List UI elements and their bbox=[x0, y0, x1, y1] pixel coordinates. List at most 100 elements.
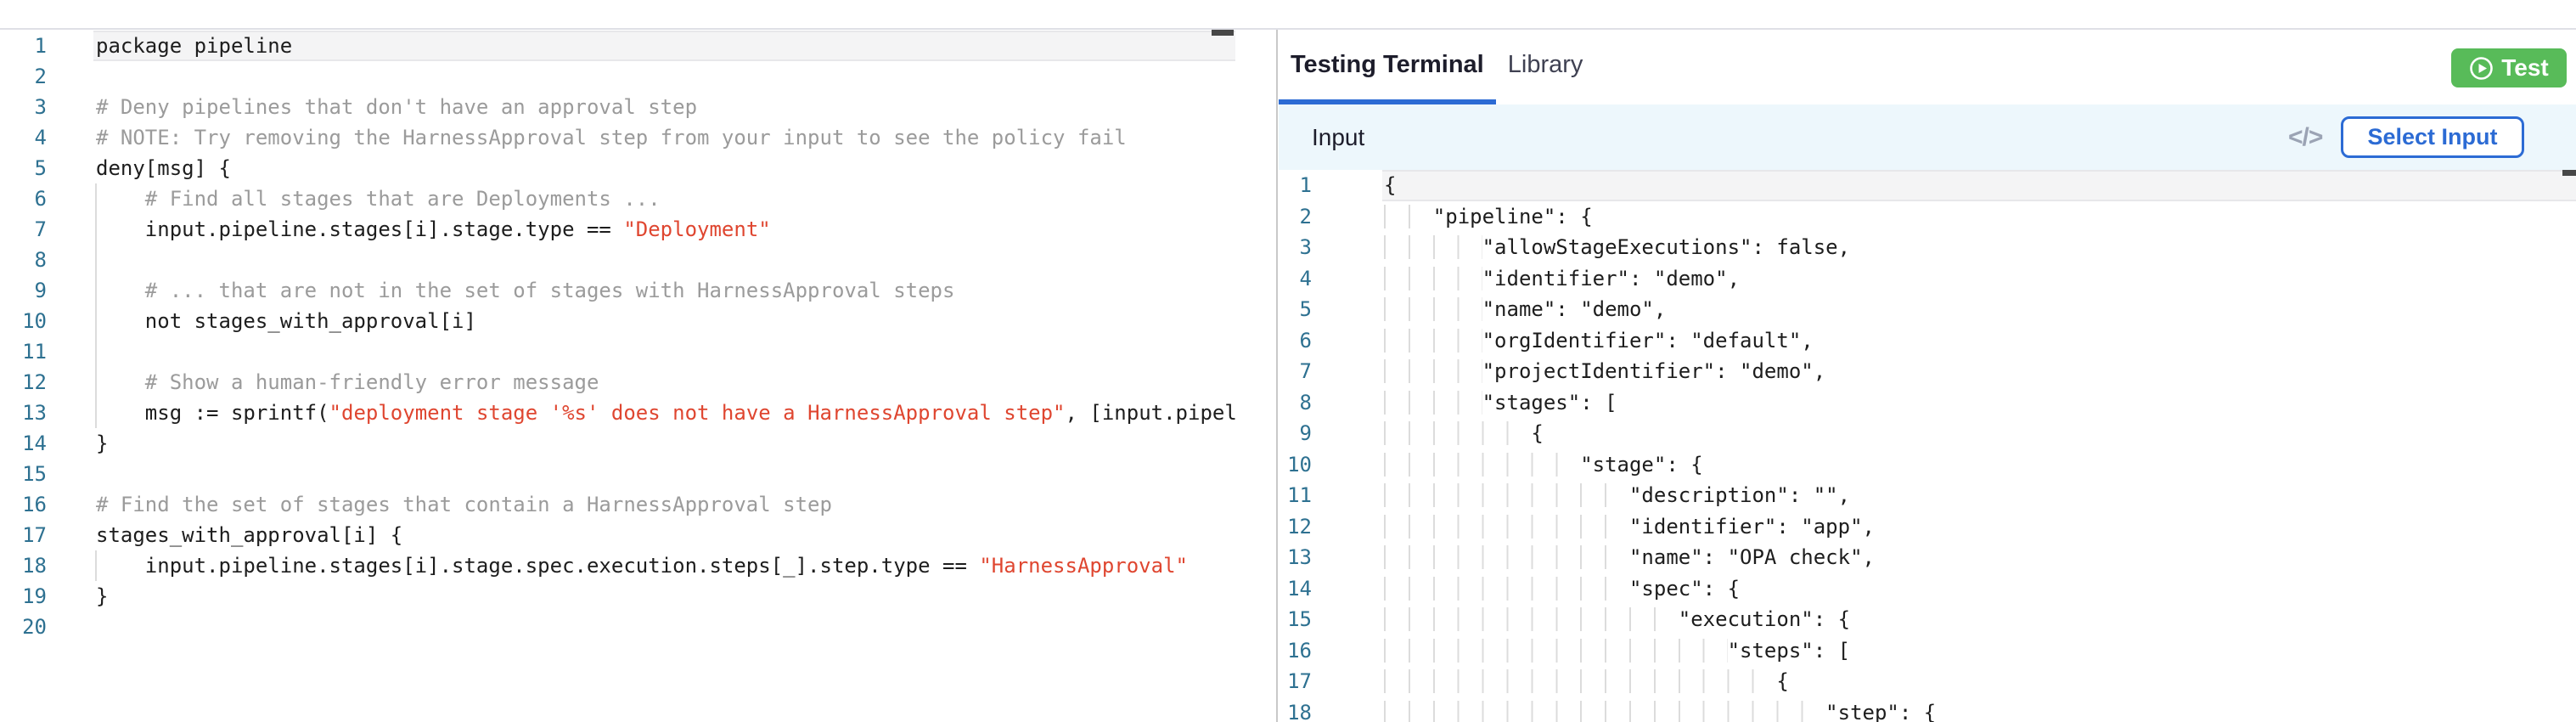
json-text: "identifier": "app", bbox=[1628, 514, 1875, 539]
panel-divider[interactable] bbox=[1276, 30, 1278, 722]
input-json-editor[interactable]: 1{ 2 "pipeline": { 3 "allowStageExecutions… bbox=[1279, 170, 2576, 722]
code-line: 14} bbox=[0, 428, 1276, 459]
line-number: 10 bbox=[1287, 452, 1312, 477]
line-number: 13 bbox=[22, 401, 47, 425]
json-text: "steps": [ bbox=[1727, 638, 1851, 663]
code-line: 15 bbox=[0, 459, 1276, 489]
tab-testing-terminal[interactable]: Testing Terminal bbox=[1279, 30, 1496, 104]
indent-guides bbox=[1384, 328, 1482, 353]
json-text: "description": "", bbox=[1628, 483, 1851, 507]
json-line: 10 "stage": { bbox=[1279, 449, 2576, 481]
code-line-content: # NOTE: Try removing the HarnessApproval… bbox=[93, 122, 1235, 153]
line-number: 8 bbox=[34, 248, 47, 272]
code-line: 5 deny[msg] { bbox=[0, 153, 1276, 183]
json-text: "projectIdentifier": "demo", bbox=[1482, 359, 1826, 383]
code-text: input.pipeline.stages[i].stage.spec.exec… bbox=[96, 554, 980, 578]
code-line-content bbox=[93, 612, 1235, 642]
code-text: deny[msg] { bbox=[96, 156, 231, 180]
json-line: 11 "description": "", bbox=[1279, 480, 2576, 511]
json-text: "step": { bbox=[1825, 700, 1937, 722]
code-view-icon[interactable]: </> bbox=[2288, 123, 2323, 151]
test-button[interactable]: Test bbox=[2451, 48, 2567, 87]
indent-guides bbox=[1384, 452, 1581, 477]
json-line-content: "orgIdentifier": "default", bbox=[1382, 325, 2576, 357]
json-text: "allowStageExecutions": false, bbox=[1482, 235, 1851, 259]
json-line: 7 "projectIdentifier": "demo", bbox=[1279, 356, 2576, 387]
indent-guides bbox=[1384, 576, 1629, 601]
json-line-content: "execution": { bbox=[1382, 604, 2576, 635]
json-text: { bbox=[1531, 421, 1544, 445]
line-number: 13 bbox=[1287, 545, 1312, 569]
tab-library[interactable]: Library bbox=[1507, 50, 1583, 78]
code-line: 2 bbox=[0, 61, 1276, 92]
code-line-content: # ... that are not in the set of stages … bbox=[93, 275, 1235, 306]
indent-guides bbox=[1384, 483, 1629, 507]
json-line-content: "name": "OPA check", bbox=[1382, 542, 2576, 573]
code-line-content: stages_with_approval[i] { bbox=[93, 520, 1235, 550]
line-number: 5 bbox=[34, 156, 47, 180]
editor-scroll-marker[interactable] bbox=[1212, 30, 1234, 36]
json-line-content: "steps": [ bbox=[1382, 635, 2576, 667]
code-line-content: input.pipeline.stages[i].stage.type == "… bbox=[93, 214, 1235, 245]
comment-text: # ... that are not in the set of stages … bbox=[96, 279, 955, 302]
line-number: 17 bbox=[1287, 669, 1312, 693]
code-line: 7 input.pipeline.stages[i].stage.type ==… bbox=[0, 214, 1276, 245]
json-text: "identifier": "demo", bbox=[1482, 266, 1741, 290]
line-number: 2 bbox=[1299, 204, 1312, 228]
json-line: 4 "identifier": "demo", bbox=[1279, 263, 2576, 295]
code-line-content bbox=[93, 336, 1235, 367]
indent-guides bbox=[1384, 297, 1482, 321]
json-line: 6 "orgIdentifier": "default", bbox=[1279, 325, 2576, 357]
json-line: 17 { bbox=[1279, 666, 2576, 697]
json-text: "spec": { bbox=[1628, 576, 1741, 601]
json-line-content: { bbox=[1382, 666, 2576, 697]
code-line: 20 bbox=[0, 612, 1276, 642]
line-number: 8 bbox=[1299, 390, 1312, 415]
json-line-content: "step": { bbox=[1382, 697, 2576, 722]
line-number: 18 bbox=[1287, 700, 1312, 722]
json-line: 1{ bbox=[1279, 170, 2576, 201]
json-text: "stage": { bbox=[1580, 452, 1703, 477]
code-line: 10 not stages_with_approval[i] bbox=[0, 306, 1276, 336]
json-line: 12 "identifier": "app", bbox=[1279, 511, 2576, 543]
code-line: 4# NOTE: Try removing the HarnessApprova… bbox=[0, 122, 1276, 153]
code-line: 16# Find the set of stages that contain … bbox=[0, 489, 1276, 520]
editor-scroll-marker[interactable] bbox=[2562, 170, 2576, 176]
code-line-content: msg := sprintf("deployment stage '%s' do… bbox=[93, 398, 1235, 428]
code-line: 6 # Find all stages that are Deployments… bbox=[0, 183, 1276, 214]
json-text: "name": "demo", bbox=[1482, 297, 1667, 321]
string-literal: "Deployment" bbox=[623, 217, 771, 241]
line-number: 1 bbox=[34, 34, 47, 58]
indent-guides bbox=[1384, 638, 1728, 663]
json-line: 8 "stages": [ bbox=[1279, 387, 2576, 419]
code-text: } bbox=[96, 584, 109, 608]
right-panel-tabs: Testing Terminal Library bbox=[1279, 30, 1595, 104]
line-number: 3 bbox=[1299, 235, 1312, 259]
code-line-content bbox=[93, 61, 1235, 92]
line-number: 4 bbox=[1299, 266, 1312, 290]
json-line: 9 { bbox=[1279, 418, 2576, 449]
code-text: , [input.pipel bbox=[1065, 401, 1236, 425]
comment-text: # NOTE: Try removing the HarnessApproval… bbox=[96, 126, 1127, 149]
input-section-title: Input bbox=[1312, 124, 1365, 150]
code-line: 9 # ... that are not in the set of stage… bbox=[0, 275, 1276, 306]
code-line-content: deny[msg] { bbox=[93, 153, 1235, 183]
code-line: 18 input.pipeline.stages[i].stage.spec.e… bbox=[0, 550, 1276, 581]
line-number: 14 bbox=[22, 432, 47, 455]
indent-guides bbox=[1384, 607, 1679, 631]
line-number: 19 bbox=[22, 584, 47, 608]
json-line-content: "stages": [ bbox=[1382, 387, 2576, 419]
indent-guides bbox=[1384, 669, 1777, 693]
json-line-content: "spec": { bbox=[1382, 573, 2576, 605]
json-line-content: "pipeline": { bbox=[1382, 201, 2576, 233]
line-number: 9 bbox=[1299, 421, 1312, 445]
json-text: "name": "OPA check", bbox=[1628, 545, 1875, 569]
json-line-content: "name": "demo", bbox=[1382, 294, 2576, 325]
select-input-button[interactable]: Select Input bbox=[2341, 116, 2524, 158]
code-line-content bbox=[93, 459, 1235, 489]
string-literal: "HarnessApproval" bbox=[979, 554, 1188, 578]
